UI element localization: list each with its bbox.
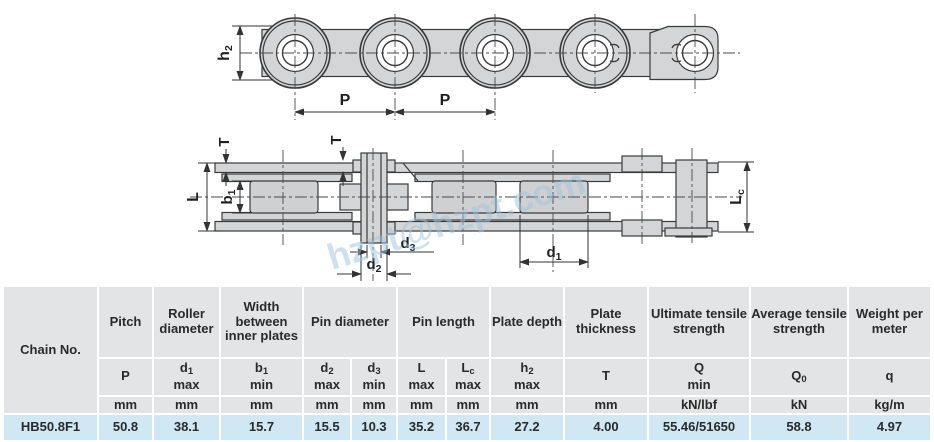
col-header-width-between-inner-plates: Width between inner plates xyxy=(221,287,302,357)
dim-label-Lc: Lc xyxy=(728,189,747,205)
value-pitch: 50.8 xyxy=(99,415,152,440)
value-weight-per-meter: 4.97 xyxy=(849,415,930,440)
header-unit-row: mm mm mm mm mm mm mm mm mm kN/lbf kN kg/… xyxy=(4,397,930,413)
chain-diagram-svg: h2 P P xyxy=(185,14,754,281)
centerlines-section xyxy=(190,148,742,281)
dim-d1 xyxy=(519,215,589,268)
col-header-pin-diameter: Pin diameter xyxy=(304,287,396,357)
col-header-pin-length: Pin length xyxy=(398,287,489,357)
unit-cell: mm xyxy=(565,397,647,413)
dim-label-T1: T xyxy=(216,137,233,146)
header-group-row: Chain No. Pitch Roller diameter Width be… xyxy=(4,287,930,413)
col-header-pitch: Pitch xyxy=(99,287,152,357)
col-header-weight-per-meter: Weight per meter xyxy=(849,287,930,357)
value-plate-thickness: 4.00 xyxy=(565,415,647,440)
symbol-T: T xyxy=(565,359,647,395)
dim-label-L: L xyxy=(185,192,202,202)
chain-no-header: Chain No. xyxy=(4,287,97,413)
unit-cell: mm xyxy=(398,397,445,413)
unit-cell: kN xyxy=(751,397,847,413)
dim-label-T2: T xyxy=(328,135,345,144)
circlip-marks xyxy=(609,43,682,63)
col-header-roller-diameter: Roller diameter xyxy=(154,287,219,357)
chain-section-view: L b1 T T d3 xyxy=(185,135,754,281)
dim-b1 xyxy=(232,180,252,214)
unit-cell: kg/m xyxy=(849,397,930,413)
centerlines-top xyxy=(240,14,740,120)
chain-drawings: h2 P P xyxy=(185,14,754,281)
dim-L xyxy=(198,162,222,232)
dim-h2 xyxy=(232,25,272,81)
unit-cell: mm xyxy=(352,397,396,413)
value-average-tensile-strength: 58.8 xyxy=(751,415,847,440)
data-row: HB50.8F1 50.8 38.1 15.7 15.5 10.3 35.2 3… xyxy=(4,415,930,440)
dim-label-d3: d3 xyxy=(400,235,415,254)
dim-label-h2: h2 xyxy=(216,45,235,61)
value-plate-depth: 27.2 xyxy=(491,415,563,440)
unit-cell: mm xyxy=(154,397,219,413)
spec-table-section: Chain No. Pitch Roller diameter Width be… xyxy=(0,285,934,442)
col-header-average-tensile-strength: Average tensile strength xyxy=(751,287,847,357)
value-ultimate-tensile-strength: 55.46/51650 xyxy=(649,415,749,440)
dim-label-d1: d1 xyxy=(546,244,561,263)
chain-top-view: h2 P P xyxy=(216,14,740,120)
dim-d3 xyxy=(350,245,434,258)
col-header-plate-depth: Plate depth xyxy=(491,287,563,357)
value-pin-diameter-d3: 10.3 xyxy=(352,415,396,440)
dim-label-p2: P xyxy=(440,92,451,109)
value-roller-diameter: 38.1 xyxy=(154,415,219,440)
dim-label-d2: d2 xyxy=(366,256,381,275)
symbol-P: P xyxy=(99,359,152,395)
dim-d2 xyxy=(337,245,411,281)
col-header-ultimate-tensile-strength: Ultimate tensile strength xyxy=(649,287,749,357)
unit-cell: mm xyxy=(491,397,563,413)
dim-Lc xyxy=(718,161,754,233)
col-header-plate-thickness: Plate thickness xyxy=(565,287,647,357)
symbol-q: q xyxy=(849,359,930,395)
spec-table: Chain No. Pitch Roller diameter Width be… xyxy=(2,285,932,442)
unit-cell: mm xyxy=(304,397,350,413)
value-pin-length-Lc: 36.7 xyxy=(447,415,489,440)
chain-no-value: HB50.8F1 xyxy=(4,415,97,440)
unit-cell: mm xyxy=(447,397,489,413)
dim-label-b1: b1 xyxy=(219,189,238,204)
dim-label-p1: P xyxy=(340,92,351,109)
value-pin-diameter-d2: 15.5 xyxy=(304,415,350,440)
value-pin-length-L: 35.2 xyxy=(398,415,445,440)
value-width-inner-plates: 15.7 xyxy=(221,415,302,440)
symbol-Q0: Q0 xyxy=(751,359,847,395)
unit-cell: mm xyxy=(221,397,302,413)
unit-cell: kN/lbf xyxy=(649,397,749,413)
unit-cell: mm xyxy=(99,397,152,413)
